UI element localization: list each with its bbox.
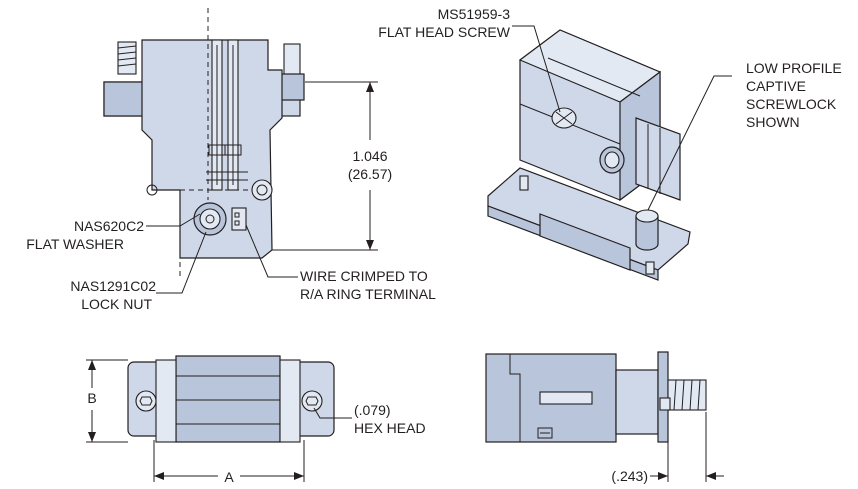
dim-b-label: B: [87, 390, 97, 406]
side-shell: [615, 369, 659, 435]
height-in-label: 1.046: [352, 148, 388, 164]
left-hex-screw: [135, 390, 157, 412]
side-view: [485, 351, 707, 443]
screwlock-label-4: SHOWN: [746, 114, 800, 130]
isometric-view: [487, 29, 691, 281]
screwlock-label-1: LOW PROFILE: [746, 60, 842, 76]
iso-lower-shell: [539, 213, 631, 271]
hidden-outline: [179, 189, 262, 280]
dim-a-label: A: [224, 469, 234, 485]
left-screw-threads: [117, 45, 137, 67]
mount-hole: [146, 184, 158, 196]
screw-desc-label: FLAT HEAD SCREW: [378, 24, 510, 40]
hex-desc-label: HEX HEAD: [354, 420, 426, 436]
wire-label-2: R/A RING TERMINAL: [300, 286, 436, 302]
nut-part-label: NAS1291C02: [70, 278, 156, 294]
iso-stud: [519, 175, 529, 191]
nut-desc-label: LOCK NUT: [81, 296, 152, 312]
wire-label-1: WIRE CRIMPED TO: [300, 268, 428, 284]
screwlock-label-2: CAPTIVE: [746, 78, 806, 94]
height-mm-label: (26.57): [347, 166, 393, 182]
hex-size-label: (.079): [354, 402, 391, 418]
front-view: [103, 8, 305, 280]
side-dim-label: (.243): [611, 468, 648, 484]
height-dimension: [272, 81, 378, 251]
screw-part-label: MS51959-3: [437, 6, 510, 22]
washer-desc-label: FLAT WASHER: [26, 236, 124, 252]
flat-washer: [199, 208, 221, 230]
front-leaders: [146, 213, 298, 294]
side-boss: [251, 179, 273, 201]
bottom-view: [127, 355, 335, 443]
bottom-body: [175, 355, 281, 443]
right-hex-screw: [301, 390, 323, 412]
iso-captive-screwlock: [635, 215, 659, 251]
right-screwlock-nut: [279, 73, 305, 101]
washer-part-label: NAS620C2: [73, 218, 144, 234]
dim-b: [86, 359, 128, 443]
left-flange-ear: [103, 81, 145, 117]
dim-a: [153, 440, 305, 482]
dim-side: [650, 412, 724, 482]
screwlock-label-3: SCREWLOCK: [746, 96, 837, 112]
ring-terminal: [231, 207, 247, 231]
side-thread: [667, 379, 707, 411]
side-flange: [657, 351, 669, 443]
iso-leaders: [512, 25, 732, 211]
hex-leader: [313, 407, 352, 419]
iso-right-flange: [635, 117, 681, 201]
